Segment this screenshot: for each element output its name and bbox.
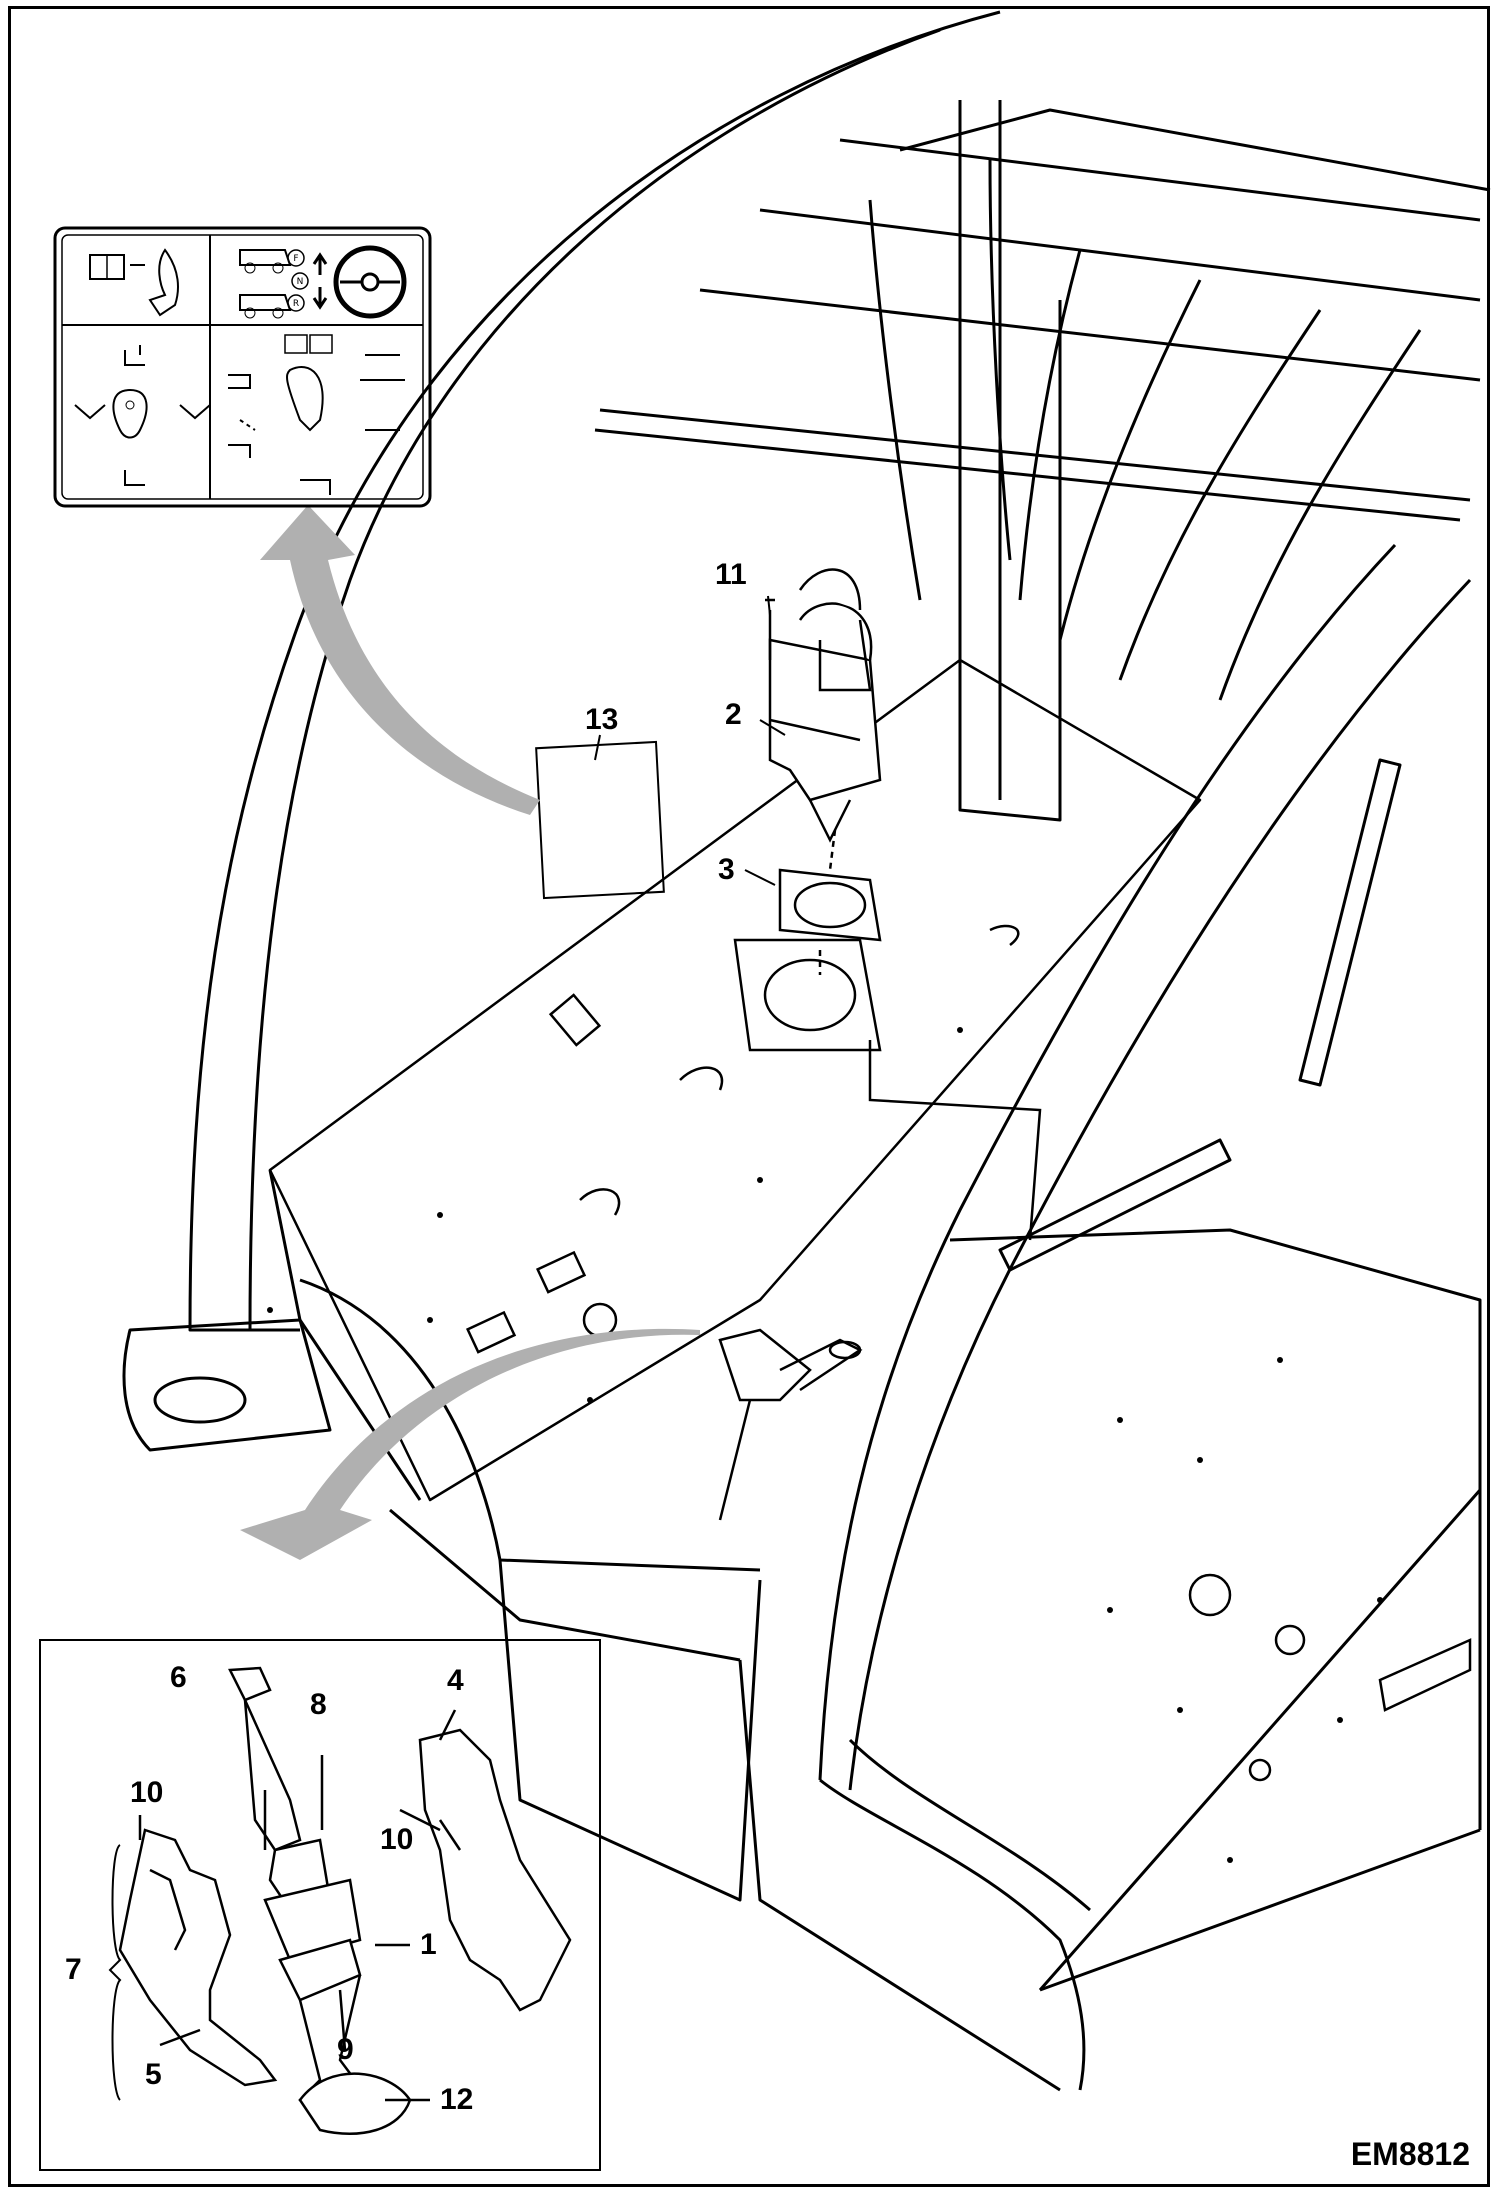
auxiliary-lever bbox=[718, 1328, 863, 1521]
callout-4: 4 bbox=[447, 1664, 464, 1697]
callout-3: 3 bbox=[718, 853, 735, 886]
callout-5: 5 bbox=[145, 2058, 162, 2091]
callout-6: 6 bbox=[170, 1661, 187, 1694]
decal-letter-f: F bbox=[293, 254, 298, 264]
callout-13: 13 bbox=[585, 703, 619, 736]
page-border bbox=[8, 6, 1490, 2187]
callout-10-left: 10 bbox=[130, 1776, 164, 1809]
inset-exploded-view bbox=[39, 1639, 601, 2171]
gray-arrows bbox=[240, 505, 700, 1560]
callout-8: 8 bbox=[310, 1688, 327, 1721]
decal-letter-n: N bbox=[297, 277, 304, 287]
figure-code: EM8812 bbox=[1350, 2136, 1470, 2172]
callout-2: 2 bbox=[725, 698, 742, 731]
leader-lines bbox=[594, 595, 786, 886]
floor-details bbox=[465, 924, 1472, 1782]
decal-panel bbox=[53, 226, 432, 508]
callout-12: 12 bbox=[440, 2083, 474, 2116]
cab-frame bbox=[122, 10, 1491, 2092]
callout-7: 7 bbox=[65, 1953, 82, 1986]
bolt-holes bbox=[267, 1027, 1383, 1863]
callout-1: 1 bbox=[420, 1928, 437, 1961]
decal-direction-letters: F N R bbox=[293, 254, 304, 309]
decal-letter-r: R bbox=[293, 299, 299, 309]
callout-10-right: 10 bbox=[380, 1823, 414, 1856]
joystick-assembly bbox=[765, 568, 882, 975]
callout-11: 11 bbox=[715, 558, 747, 591]
decal-placeholder-13 bbox=[535, 740, 665, 900]
callout-9: 9 bbox=[337, 2033, 354, 2066]
